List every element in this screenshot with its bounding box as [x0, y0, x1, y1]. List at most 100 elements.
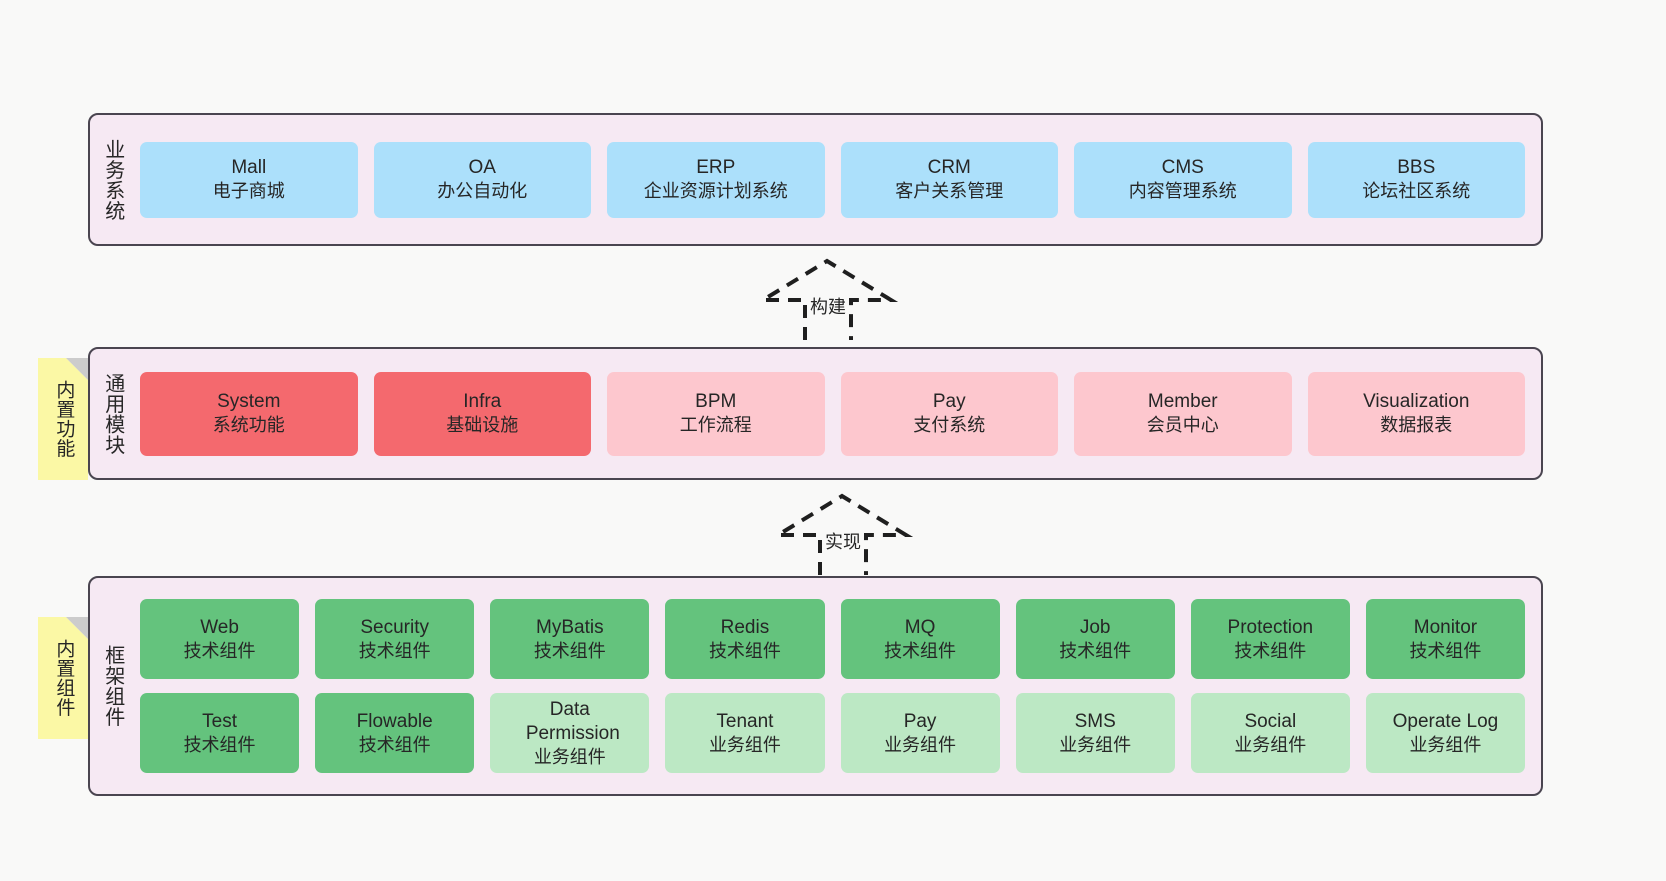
card-redis[interactable]: Redis 技术组件	[665, 599, 825, 679]
business-card-row: Mall 电子商城 OA 办公自动化 ERP 企业资源计划系统 CRM 客户关系…	[140, 141, 1525, 218]
card-title: CRM	[927, 157, 971, 179]
card-title: SMS	[1074, 710, 1116, 732]
card-title: MyBatis	[536, 616, 604, 638]
card-oa[interactable]: OA 办公自动化	[373, 141, 591, 218]
card-monitor[interactable]: Monitor 技术组件	[1365, 599, 1525, 679]
card-title: Social	[1244, 710, 1297, 732]
card-flowable[interactable]: Flowable 技术组件	[315, 693, 475, 773]
card-title: OA	[468, 157, 496, 179]
card-subtitle: 技术组件	[183, 734, 256, 755]
card-subtitle: 技术组件	[1234, 640, 1307, 661]
layer-body-business: Mall 电子商城 OA 办公自动化 ERP 企业资源计划系统 CRM 客户关系…	[134, 115, 1541, 244]
card-title: MQ	[904, 616, 936, 638]
card-infra[interactable]: Infra 基础设施	[373, 371, 591, 456]
framework-tech-row: Web 技术组件 Security 技术组件 MyBatis 技术组件 Redi…	[140, 599, 1525, 679]
card-test[interactable]: Test 技术组件	[140, 693, 300, 773]
card-subtitle: 业务组件	[1234, 734, 1307, 755]
card-subtitle: 业务组件	[708, 734, 781, 755]
card-sms[interactable]: SMS 业务组件	[1015, 693, 1175, 773]
card-bpm[interactable]: BPM 工作流程	[607, 371, 825, 456]
card-subtitle: 技术组件	[183, 640, 256, 661]
card-title: Visualization	[1363, 391, 1470, 413]
card-subtitle: 业务组件	[533, 746, 606, 767]
layer-label-module: 通用模块	[101, 372, 124, 455]
sticky-note-builtin-components: 内置组件	[38, 617, 88, 739]
card-title: Pay	[932, 391, 966, 413]
card-operate-log[interactable]: Operate Log 业务组件	[1365, 693, 1525, 773]
card-title: Protection	[1227, 616, 1314, 638]
card-title: Infra	[463, 391, 502, 413]
sticky-note-text: 内置组件	[53, 639, 75, 717]
card-subtitle: 技术组件	[358, 640, 431, 661]
layer-label-framework: 框架组件	[101, 645, 124, 727]
layer-body-framework: Web 技术组件 Security 技术组件 MyBatis 技术组件 Redi…	[134, 578, 1541, 794]
card-security[interactable]: Security 技术组件	[315, 599, 475, 679]
sticky-note-builtin-features: 内置功能	[38, 358, 88, 480]
layer-label-business: 业务系统	[101, 138, 124, 221]
layer-body-module: System 系统功能 Infra 基础设施 BPM 工作流程 Pay 支付系统…	[134, 349, 1541, 478]
card-title: Operate Log	[1392, 710, 1499, 732]
card-system[interactable]: System 系统功能	[140, 371, 358, 456]
card-job[interactable]: Job 技术组件	[1015, 599, 1175, 679]
card-subtitle: 论坛社区系统	[1362, 181, 1471, 202]
card-visualization[interactable]: Visualization 数据报表	[1307, 371, 1525, 456]
card-web[interactable]: Web 技术组件	[140, 599, 300, 679]
card-subtitle: 内容管理系统	[1128, 181, 1237, 202]
card-subtitle: 业务组件	[1409, 734, 1482, 755]
framework-biz-row: Test 技术组件 Flowable 技术组件 Data Permission …	[140, 693, 1525, 773]
card-subtitle: 技术组件	[708, 640, 781, 661]
card-subtitle: 数据报表	[1380, 415, 1453, 436]
card-pay-module[interactable]: Pay 支付系统	[840, 371, 1058, 456]
connector-build-label: 构建	[810, 297, 846, 317]
module-card-row: System 系统功能 Infra 基础设施 BPM 工作流程 Pay 支付系统…	[140, 371, 1525, 456]
card-title: BBS	[1397, 157, 1436, 179]
card-cms[interactable]: CMS 内容管理系统	[1074, 141, 1292, 218]
card-subtitle: 技术组件	[358, 734, 431, 755]
card-subtitle: 办公自动化	[437, 181, 528, 202]
card-subtitle: 会员中心	[1146, 415, 1219, 436]
card-protection[interactable]: Protection 技术组件	[1190, 599, 1350, 679]
card-erp[interactable]: ERP 企业资源计划系统	[607, 141, 825, 218]
connector-implement-label: 实现	[825, 532, 861, 552]
card-title: Redis	[720, 616, 770, 638]
card-subtitle: 工作流程	[679, 415, 752, 436]
card-subtitle: 技术组件	[1409, 640, 1482, 661]
card-title: Flowable	[356, 710, 433, 732]
card-subtitle: 支付系统	[913, 415, 986, 436]
card-title: System	[217, 391, 281, 413]
card-title: Tenant	[716, 710, 774, 732]
card-social[interactable]: Social 业务组件	[1190, 693, 1350, 773]
sticky-note-text: 内置功能	[53, 380, 75, 458]
card-title: Monitor	[1413, 616, 1478, 638]
card-subtitle: 技术组件	[1059, 640, 1132, 661]
card-mybatis[interactable]: MyBatis 技术组件	[490, 599, 650, 679]
card-data-permission[interactable]: Data Permission 业务组件	[490, 693, 650, 773]
card-subtitle: 电子商城	[212, 181, 285, 202]
card-subtitle: 企业资源计划系统	[643, 181, 788, 202]
card-tenant[interactable]: Tenant 业务组件	[665, 693, 825, 773]
card-bbs[interactable]: BBS 论坛社区系统	[1307, 141, 1525, 218]
card-member[interactable]: Member 会员中心	[1074, 371, 1292, 456]
card-mall[interactable]: Mall 电子商城	[140, 141, 358, 218]
layer-framework-components: 框架组件 Web 技术组件 Security 技术组件 MyBatis 技术组件…	[88, 576, 1543, 796]
layer-common-modules: 通用模块 System 系统功能 Infra 基础设施 BPM 工作流程 Pay…	[88, 347, 1543, 480]
card-title: Web	[200, 616, 239, 638]
card-crm[interactable]: CRM 客户关系管理	[840, 141, 1058, 218]
card-pay-component[interactable]: Pay 业务组件	[840, 693, 1000, 773]
card-subtitle: 业务组件	[1059, 734, 1132, 755]
card-title: Test	[202, 710, 237, 732]
card-subtitle: 系统功能	[212, 415, 285, 436]
card-title: BPM	[695, 391, 737, 413]
card-title: Mall	[231, 157, 267, 179]
card-title: Data Permission	[525, 699, 620, 744]
card-subtitle: 基础设施	[446, 415, 519, 436]
card-mq[interactable]: MQ 技术组件	[840, 599, 1000, 679]
card-title: CMS	[1161, 157, 1204, 179]
connector-implement-arrow: 实现	[770, 490, 920, 580]
card-title: ERP	[696, 157, 736, 179]
card-subtitle: 客户关系管理	[895, 181, 1004, 202]
connector-build-arrow: 构建	[755, 255, 905, 345]
card-subtitle: 技术组件	[533, 640, 606, 661]
card-title: Pay	[903, 710, 937, 732]
